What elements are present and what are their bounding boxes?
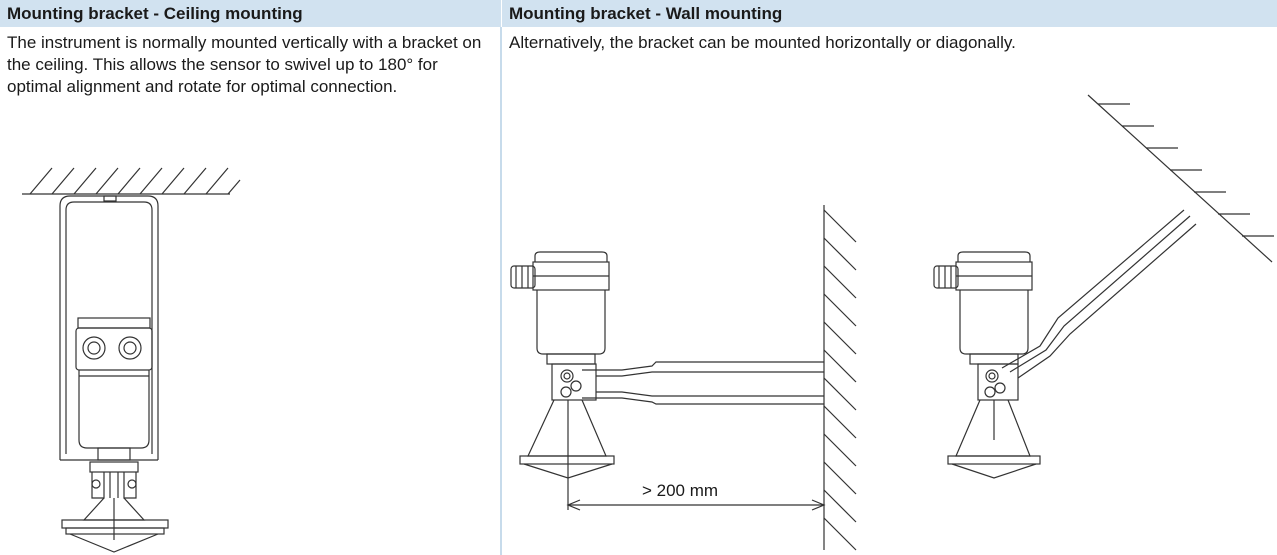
wall-hatching [823,209,857,551]
ceiling-mounting-description: The instrument is normally mounted verti… [7,33,482,96]
slanted-wall-hatching [1098,103,1274,237]
dimension-label: > 200 mm [642,481,718,500]
ceiling-hatching [29,167,241,195]
ceiling-mounting-heading: Mounting bracket - Ceiling mounting [0,0,501,27]
wall-mounting-heading: Mounting bracket - Wall mounting [502,0,1277,27]
column-divider [500,27,502,555]
ceiling-mounting-illustration [22,167,241,553]
horizontal-wall-mounting-illustration: > 200 mm [510,205,857,551]
diagonal-wall-mounting-illustration [933,94,1274,479]
wall-mounting-description: Alternatively, the bracket can be mounte… [509,33,1016,52]
dimension-line [566,499,826,511]
